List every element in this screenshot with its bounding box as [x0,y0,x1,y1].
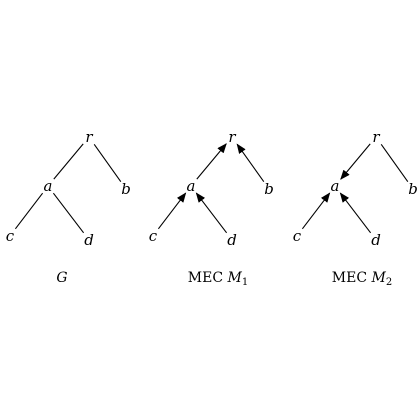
node-d: d [84,231,94,249]
edge-c-a-arrow [301,192,331,230]
node-a: a [187,177,196,195]
edge-c-a-arrow [157,192,187,230]
edge-c-a [14,192,44,230]
node-r: r [85,128,93,146]
edge-d-a-arrow [339,192,372,234]
edge-a-r [53,143,84,180]
panel-caption: G [56,270,67,286]
node-c: c [6,227,15,245]
caption-subscript: 1 [242,277,248,288]
edge-d-a-arrow [195,192,228,234]
edge-a-r-arrow [196,143,227,180]
caption-variable: M [227,270,243,286]
edge-b-r [93,143,122,183]
node-b: b [121,180,131,198]
edge-b-r-arrow [236,143,265,183]
caption-subscript: 2 [386,277,392,288]
panel-caption: MEC M1 [188,270,248,288]
node-d: d [227,231,237,249]
edge-b-r [380,143,409,183]
node-b: b [408,180,418,198]
panel-2 [157,143,265,234]
edge-r-a-arrow [340,143,371,180]
panel-1 [14,143,122,234]
node-a: a [331,177,340,195]
caption-variable: M [371,270,387,286]
node-r: r [228,128,236,146]
node-d: d [371,231,381,249]
caption-prefix: MEC [188,270,228,286]
node-c: c [293,227,302,245]
node-b: b [264,180,274,198]
node-c: c [149,227,158,245]
panel-caption: MEC M2 [332,270,392,288]
edge-d-a [52,192,85,234]
panel-3 [301,143,409,234]
caption-variable: G [56,270,67,286]
caption-prefix: MEC [332,270,372,286]
node-r: r [372,128,380,146]
node-a: a [44,177,53,195]
